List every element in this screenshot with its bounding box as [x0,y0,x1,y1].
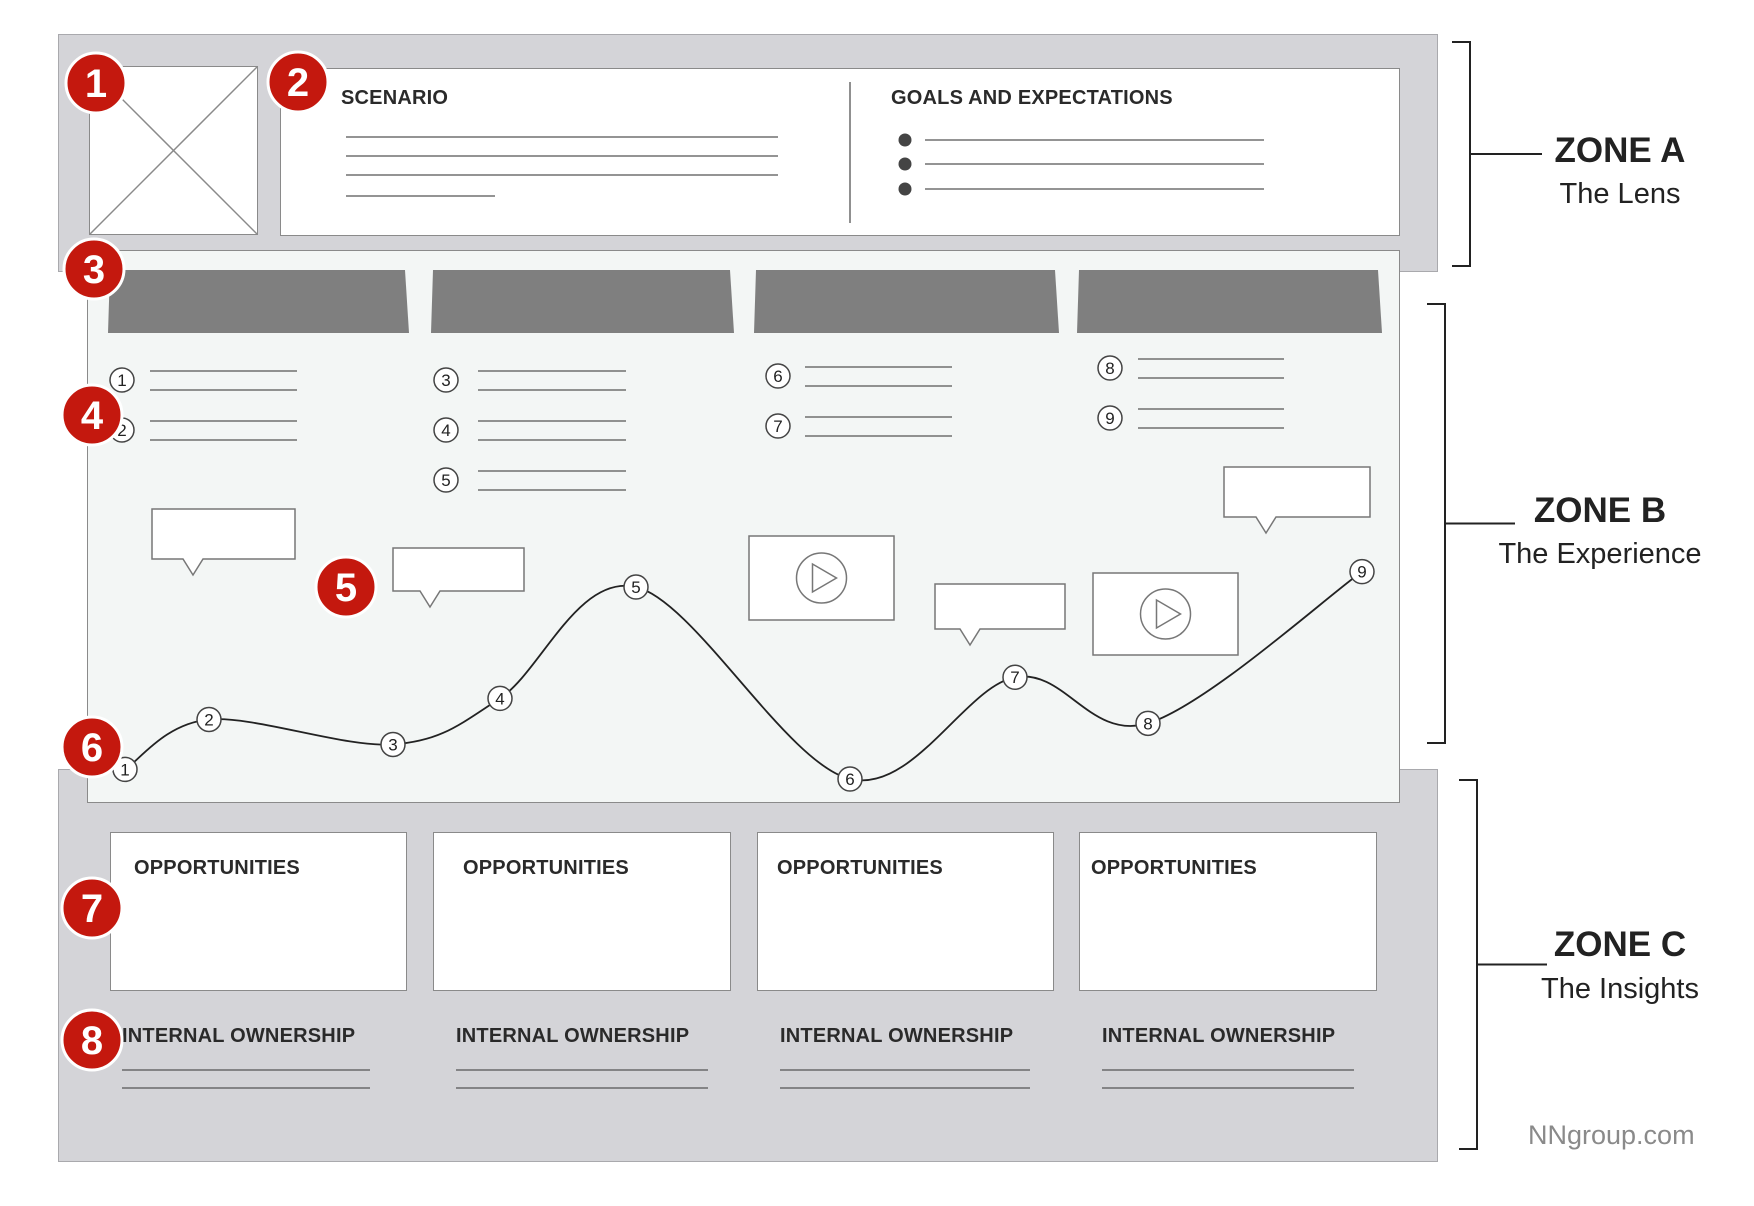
touchpoint-number [433,367,459,393]
curve-point [380,731,406,758]
callout-number: 1 [85,62,107,106]
curve-point [1135,710,1161,737]
goals-label: GOALS AND EXPECTATIONS [891,87,1173,109]
callout-number: 8 [81,1019,103,1063]
curve-point [1002,664,1028,690]
touchpoint-number [1097,405,1123,431]
callout-badge [266,50,330,114]
play-icon [795,552,848,604]
touchpoint-number-label: 8 [1105,359,1114,378]
speech-bubble [392,547,525,609]
opportunities-label: OPPORTUNITIES [134,857,300,879]
callout-badge [314,555,378,619]
touchpoint-number-label: 4 [441,421,450,440]
callout-number: 4 [81,394,104,438]
touchpoint-number [433,467,459,493]
ownership-label: INTERNAL OWNERSHIP [1102,1025,1336,1047]
opportunity-box [1079,832,1377,991]
curve-point-label: 4 [495,689,504,708]
curve-point-label: 1 [120,760,129,779]
curve-point [623,574,649,600]
speech-bubble [151,508,296,577]
zone-a-title: ZONE A [1554,131,1686,170]
zone-c-title: ZONE C [1553,925,1687,964]
emotional-curve [124,570,1363,782]
callout-number: 5 [335,566,357,610]
ownership-label: INTERNAL OWNERSHIP [122,1025,356,1047]
play-icon-triangle [1155,598,1182,630]
curve-point [487,685,513,712]
touchpoint-number-label: 9 [1105,409,1114,428]
opportunity-box [433,832,731,991]
zone-b-bracket [1427,303,1515,744]
curve-point [1349,558,1375,585]
curve-point-label: 9 [1357,563,1366,582]
curve-point [837,766,863,792]
touchpoint-number-label: 7 [773,417,782,436]
bullet-dot [898,182,912,196]
touchpoint-number [109,367,135,393]
phase-header [431,270,734,333]
callout-badge [60,876,124,940]
opportunities-label: OPPORTUNITIES [1091,857,1257,879]
scenario-label: SCENARIO [341,87,449,109]
curve-point-label: 2 [204,710,213,729]
touchpoint-number-label: 5 [441,471,450,490]
curve-point-label: 8 [1143,714,1152,733]
callout-number: 7 [81,887,103,931]
curve-point-label: 3 [388,735,397,754]
zone-b-panel [87,250,1400,803]
touchpoint-number-label: 1 [117,371,126,390]
zone-c-subtitle: The Insights [1541,973,1699,1005]
touchpoint-number [765,363,791,389]
touchpoint-number [1097,355,1123,381]
bullet-dot [898,133,912,147]
callout-badge [60,1008,124,1072]
opportunity-box [757,832,1054,991]
ownership-label: INTERNAL OWNERSHIP [456,1025,690,1047]
touchpoint-number-label: 3 [441,371,450,390]
play-icon [1139,588,1192,640]
zone-c-bracket [1459,779,1547,1150]
bullet-dot [898,157,912,171]
opportunities-label: OPPORTUNITIES [777,857,943,879]
phase-header [754,270,1059,333]
speech-bubble [934,583,1066,647]
callout-number: 6 [81,726,103,770]
touchpoint-number [433,417,459,443]
callout-number: 3 [83,248,105,292]
zone-a-subtitle: The Lens [1559,178,1681,210]
curve-point [196,706,222,733]
lens-box [280,68,1400,236]
zone-b-subtitle: The Experience [1498,538,1702,570]
zone-b-title: ZONE B [1533,491,1667,530]
curve-point-label: 7 [1010,668,1019,687]
touchpoint-number-label: 6 [773,367,782,386]
callout-badge [60,383,124,447]
curve-point-label: 5 [631,578,640,597]
touchpoint-number-label: 2 [117,421,126,440]
callout-badge [64,51,128,115]
callout-badge [62,237,126,301]
opportunities-label: OPPORTUNITIES [463,857,629,879]
opportunity-box [110,832,407,991]
speech-bubble [1223,466,1371,535]
curve-point-label: 6 [845,770,854,789]
callout-badge [60,715,124,779]
phase-header [108,270,409,333]
play-icon-triangle [811,562,838,594]
credit-text: NNgroup.com [1528,1120,1695,1150]
callout-number: 2 [287,61,309,105]
phase-header [1077,270,1382,333]
zone-a-bracket [1452,41,1542,267]
touchpoint-number [765,413,791,439]
ownership-label: INTERNAL OWNERSHIP [780,1025,1014,1047]
